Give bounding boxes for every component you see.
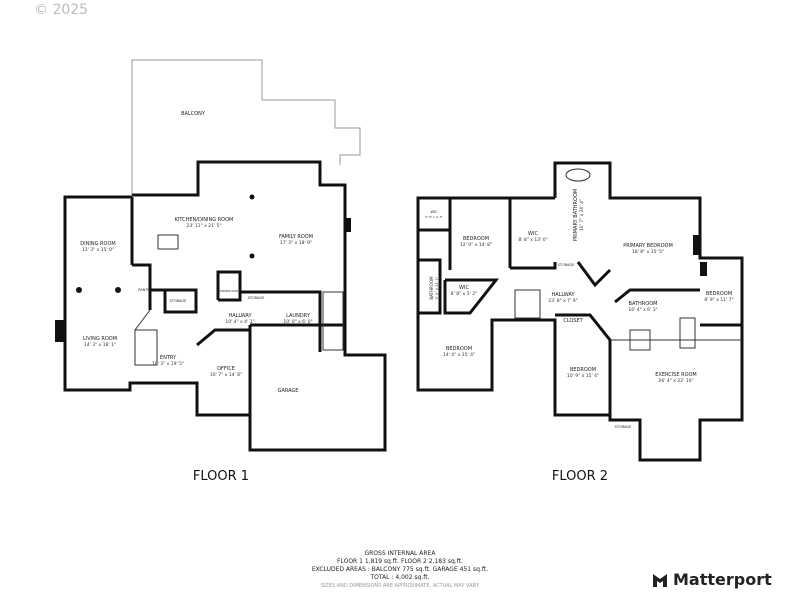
room-label: BEDROOM xyxy=(570,367,596,373)
summary-total: TOTAL : 4,002 sq.ft. xyxy=(370,574,430,581)
room-label: HALLWAY xyxy=(228,313,252,319)
room-label: KITCHEN/DINING ROOM xyxy=(175,217,234,223)
room-label: WIC xyxy=(459,285,469,291)
room-dimensions: 23' 8" x 7' 9" xyxy=(548,298,577,304)
room-label: GARAGE xyxy=(278,388,299,394)
room-label: BATHROOM xyxy=(629,301,658,307)
room-dimensions: 10' 7" x 14' 8" xyxy=(210,372,242,378)
room-dimensions: 10' 7" x 20' 4" xyxy=(579,199,585,231)
matterport-logo: Matterport xyxy=(652,570,772,589)
floor-2-walls xyxy=(416,161,744,462)
matterport-logo-icon xyxy=(653,573,667,587)
room-label: POWDER ROOM xyxy=(217,289,241,293)
floor-2-title: FLOOR 2 xyxy=(552,469,608,484)
room-label: STORAGE xyxy=(615,425,632,429)
room-dimensions: 10' 9" x 15' 4" xyxy=(567,373,599,379)
balcony-outline xyxy=(131,59,361,195)
room-dimensions: 10' 4" x 4' 1" xyxy=(225,319,254,325)
room-label: STORAGE xyxy=(248,296,265,300)
room-label: PRIMARY BATHROOM xyxy=(573,189,579,241)
room-label: HALLWAY xyxy=(551,292,575,298)
room-dimensions: 13' 3" x 15' 0" xyxy=(82,247,114,253)
floor-1-stairs xyxy=(134,291,344,366)
room-label: BEDROOM xyxy=(446,346,472,352)
room-dimensions: 8' 8" x 13' 0" xyxy=(518,237,547,243)
room-dimensions: 10' 3" x 19' 5" xyxy=(152,361,184,367)
floor-1-plan: BALCONY KITCHEN/DINING ROOM 23' 11" x 21… xyxy=(55,59,387,484)
room-label: WIC xyxy=(528,231,538,237)
summary-disclaimer: SIZES AND DIMENSIONS ARE APPROXIMATE, AC… xyxy=(320,583,480,589)
floor-2-stairs xyxy=(514,289,696,351)
room-dimensions: 5' 6" x 4' 3" xyxy=(425,215,443,219)
copyright-watermark: © 2025 xyxy=(34,2,89,18)
summary-floors: FLOOR 1 1,819 sq.ft. FLOOR 2 2,183 sq.ft… xyxy=(337,558,463,565)
area-summary: GROSS INTERNAL AREA FLOOR 1 1,819 sq.ft.… xyxy=(280,550,520,590)
room-label: WIC xyxy=(431,210,438,214)
room-dimensions: 14' 3" x 18' 1" xyxy=(84,342,116,348)
room-label: PANTRY xyxy=(138,288,152,292)
room-label: ENTRY xyxy=(160,355,177,361)
room-label: EXERCISE ROOM xyxy=(655,372,697,378)
room-dimensions: 18' 8" x 15' 5" xyxy=(632,249,664,255)
room-label: LAUNDRY xyxy=(286,313,311,319)
room-dimensions: 17' 3" x 18' 9" xyxy=(280,240,312,246)
room-label: DINING ROOM xyxy=(80,241,115,247)
room-label: PRIMARY BEDROOM xyxy=(623,243,673,249)
room-label: BATHROOM xyxy=(429,276,434,300)
room-dimensions: 12' 0" x 14' 8" xyxy=(460,242,492,248)
summary-heading: GROSS INTERNAL AREA xyxy=(364,550,436,557)
room-label: STORAGE xyxy=(170,299,187,303)
room-label: STORAGE xyxy=(558,263,575,267)
brand-name: Matterport xyxy=(673,570,772,589)
room-dimensions: 5' 0" x 13' 2" xyxy=(435,276,439,299)
room-label: BEDROOM xyxy=(706,291,732,297)
room-label: BALCONY xyxy=(181,111,206,117)
room-label: OFFICE xyxy=(217,366,235,372)
room-label: CLOSET xyxy=(563,318,583,324)
room-dimensions: 16' 4" x 6' 3" xyxy=(628,307,657,313)
floor-1-walls xyxy=(63,160,387,452)
room-label: LIVING ROOM xyxy=(83,336,117,342)
room-label: BEDROOM xyxy=(463,236,489,242)
floor-2-plan: WIC 5' 6" x 4' 3" BEDROOM 12' 0" x 14' 8… xyxy=(416,161,744,484)
room-dimensions: 26' 4" x 22' 10" xyxy=(658,378,693,384)
summary-excluded: EXCLUDED AREAS : BALCONY 775 sq.ft. GARA… xyxy=(311,566,489,573)
floor-1-title: FLOOR 1 xyxy=(193,469,249,484)
room-dimensions: 14' 4" x 15' 4" xyxy=(443,352,475,358)
room-dimensions: 8' 8" x 5' 2" xyxy=(451,291,477,297)
room-dimensions: 23' 11" x 21' 5" xyxy=(186,223,221,229)
room-dimensions: 8' 9" x 11' 7" xyxy=(704,297,733,303)
room-label: FAMILY ROOM xyxy=(279,234,313,240)
room-dimensions: 10' 0" x 6' 0" xyxy=(283,319,312,325)
